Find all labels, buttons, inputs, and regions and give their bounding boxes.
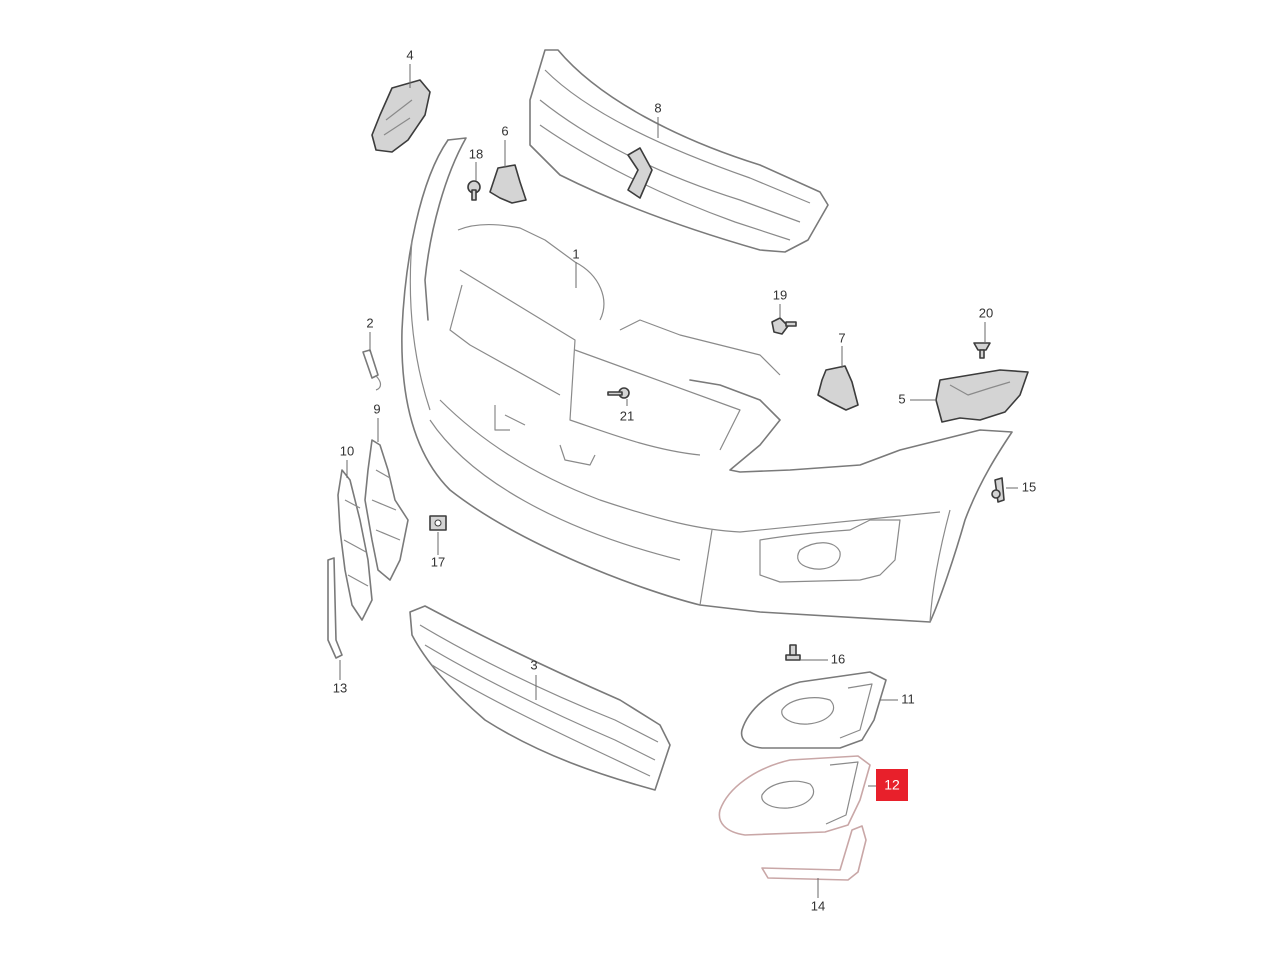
screw-21	[607, 387, 630, 399]
clip-2	[362, 349, 382, 391]
side-bracket-10	[337, 469, 373, 621]
side-bracket-9	[364, 439, 409, 581]
callout-18: 18	[469, 146, 483, 161]
callout-7: 7	[838, 330, 845, 345]
screw-20	[973, 342, 991, 359]
side-seal-13	[327, 557, 343, 659]
callout-3: 3	[530, 657, 537, 672]
callout-labels: 4 8 6 18 1 19 20 2 7 5 21 9 10 15 17 16 …	[333, 47, 1036, 913]
callout-12: 12	[884, 777, 900, 793]
callout-10: 10	[340, 443, 354, 458]
bracket-4	[371, 79, 431, 153]
callout-4: 4	[406, 47, 413, 62]
screw-19	[771, 317, 797, 335]
screw-15	[991, 477, 1005, 503]
callout-8: 8	[654, 100, 661, 115]
callout-2: 2	[366, 315, 373, 330]
callout-20: 20	[979, 305, 993, 320]
screw-18	[467, 180, 481, 201]
screw-16	[785, 644, 801, 661]
fog-lamp-bezel-11	[740, 671, 887, 749]
callout-15: 15	[1022, 479, 1036, 494]
bracket-5	[935, 369, 1029, 423]
callout-12-highlight	[876, 769, 908, 801]
callout-11: 11	[901, 691, 915, 706]
callout-1: 1	[572, 246, 579, 261]
callout-13: 13	[333, 680, 347, 695]
callout-19: 19	[773, 287, 787, 302]
callout-9: 9	[373, 401, 380, 416]
fog-lamp-bezel-12	[718, 755, 871, 836]
callout-14: 14	[811, 898, 825, 913]
upper-grille	[529, 49, 829, 253]
clip-17	[429, 515, 447, 531]
bracket-7	[817, 365, 859, 411]
front-bumper-cover	[401, 137, 1013, 623]
callout-5: 5	[898, 391, 905, 406]
callout-16: 16	[831, 651, 845, 666]
leader-lines	[339, 64, 1018, 898]
callout-17: 17	[431, 554, 445, 569]
bracket-6	[489, 164, 527, 204]
lower-grille	[409, 605, 671, 791]
callout-21: 21	[620, 408, 634, 423]
callout-6: 6	[501, 123, 508, 138]
chrome-trim-14	[761, 825, 867, 881]
